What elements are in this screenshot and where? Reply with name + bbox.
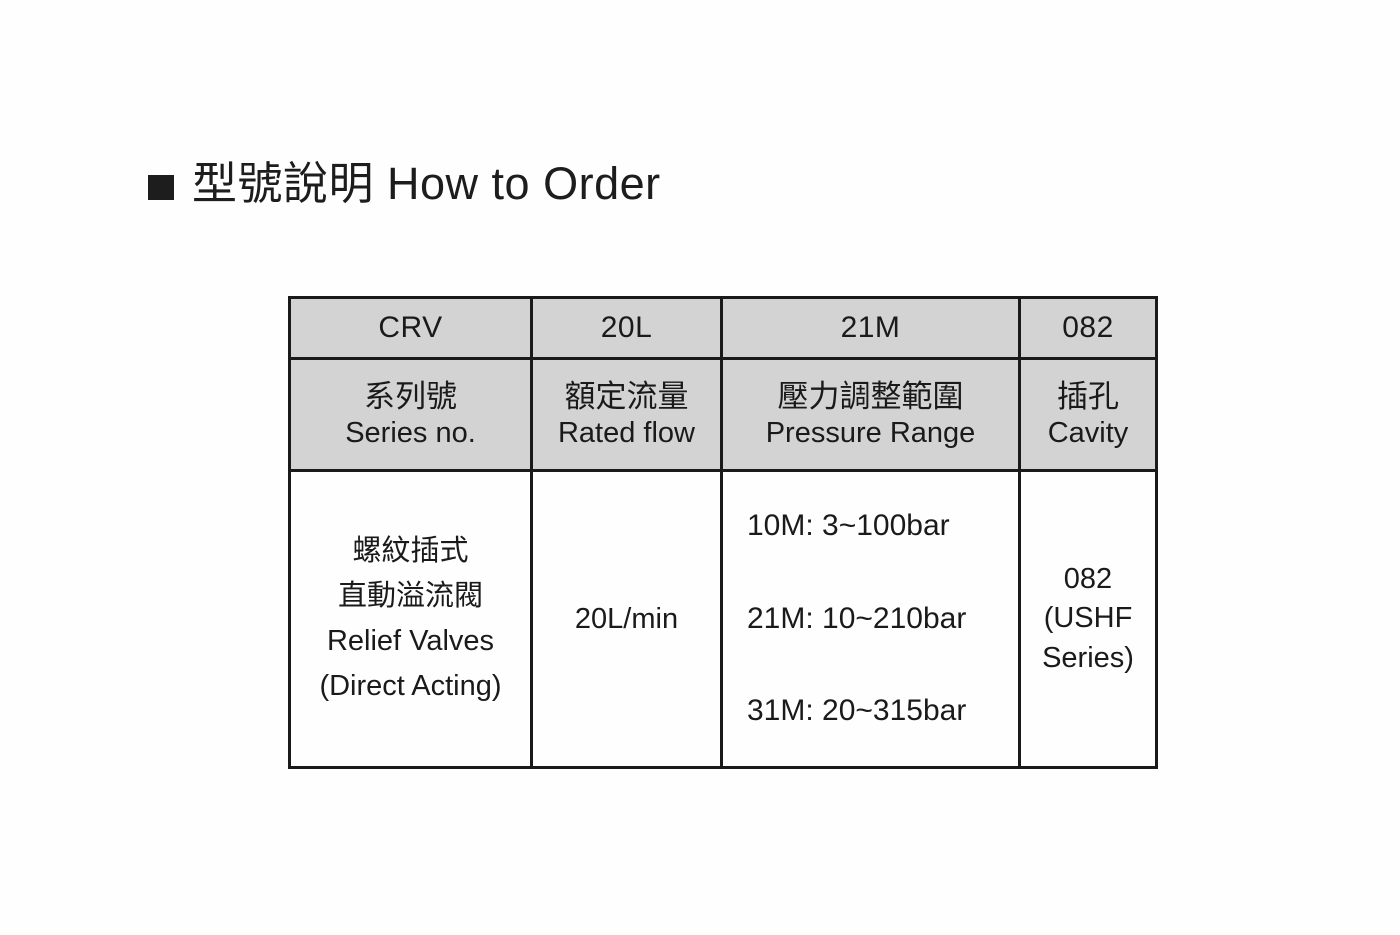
code-cell-pressure: 21M xyxy=(720,296,1021,360)
code-cell-series: CRV xyxy=(288,296,533,360)
value-cell-flow: 20L/min xyxy=(530,469,723,769)
label-pressure-english: Pressure Range xyxy=(765,416,976,449)
pressure-option-21m: 21M: 10~210bar xyxy=(747,601,967,635)
label-series-english: Series no. xyxy=(345,416,476,449)
cavity-line-2: (USHF xyxy=(1043,602,1133,635)
label-cavity-chinese: 插孔 xyxy=(1057,379,1119,415)
black-square-bullet-icon xyxy=(148,175,174,201)
value-cell-pressure: 10M: 3~100bar 21M: 10~210bar 31M: 20~315… xyxy=(720,469,1021,769)
series-line-2: 直動溢流閥 xyxy=(337,580,483,613)
value-cell-cavity: 082 (USHF Series) xyxy=(1018,469,1158,769)
value-cell-series: 螺紋插式 直動溢流閥 Relief Valves (Direct Acting) xyxy=(288,469,533,769)
label-cavity-english: Cavity xyxy=(1047,416,1129,449)
label-cell-pressure: 壓力調整範圍 Pressure Range xyxy=(720,357,1021,472)
table-row-labels: 系列號 Series no. 額定流量 Rated flow 壓力調整範圍 Pr… xyxy=(288,357,1158,472)
page-title-english: How to Order xyxy=(387,158,661,209)
pressure-option-10m: 10M: 3~100bar xyxy=(747,509,950,543)
page-heading: 型號說明 How to Order xyxy=(148,160,661,207)
cavity-line-1: 082 xyxy=(1063,563,1113,596)
series-line-4: (Direct Acting) xyxy=(319,669,502,702)
label-flow-english: Rated flow xyxy=(557,416,695,449)
code-cell-flow: 20L xyxy=(530,296,723,360)
page-title-chinese: 型號說明 xyxy=(192,158,375,209)
label-series-chinese: 系列號 xyxy=(364,379,457,415)
label-cell-series: 系列號 Series no. xyxy=(288,357,533,472)
how-to-order-table: CRV 20L 21M 082 系列號 Series no. 額定流量 Rate… xyxy=(288,296,1158,769)
table-row-values: 螺紋插式 直動溢流閥 Relief Valves (Direct Acting)… xyxy=(288,469,1158,769)
label-flow-chinese: 額定流量 xyxy=(564,379,689,415)
label-cell-flow: 額定流量 Rated flow xyxy=(530,357,723,472)
label-cell-cavity: 插孔 Cavity xyxy=(1018,357,1158,472)
label-pressure-chinese: 壓力調整範圍 xyxy=(777,379,964,415)
page-title: 型號說明 How to Order xyxy=(192,160,661,207)
cavity-line-3: Series) xyxy=(1042,641,1134,674)
series-line-3: Relief Valves xyxy=(326,625,495,657)
series-line-1: 螺紋插式 xyxy=(352,535,469,568)
pressure-option-31m: 31M: 20~315bar xyxy=(747,694,967,728)
table-row-code: CRV 20L 21M 082 xyxy=(288,296,1158,360)
code-cell-cavity: 082 xyxy=(1018,296,1158,360)
